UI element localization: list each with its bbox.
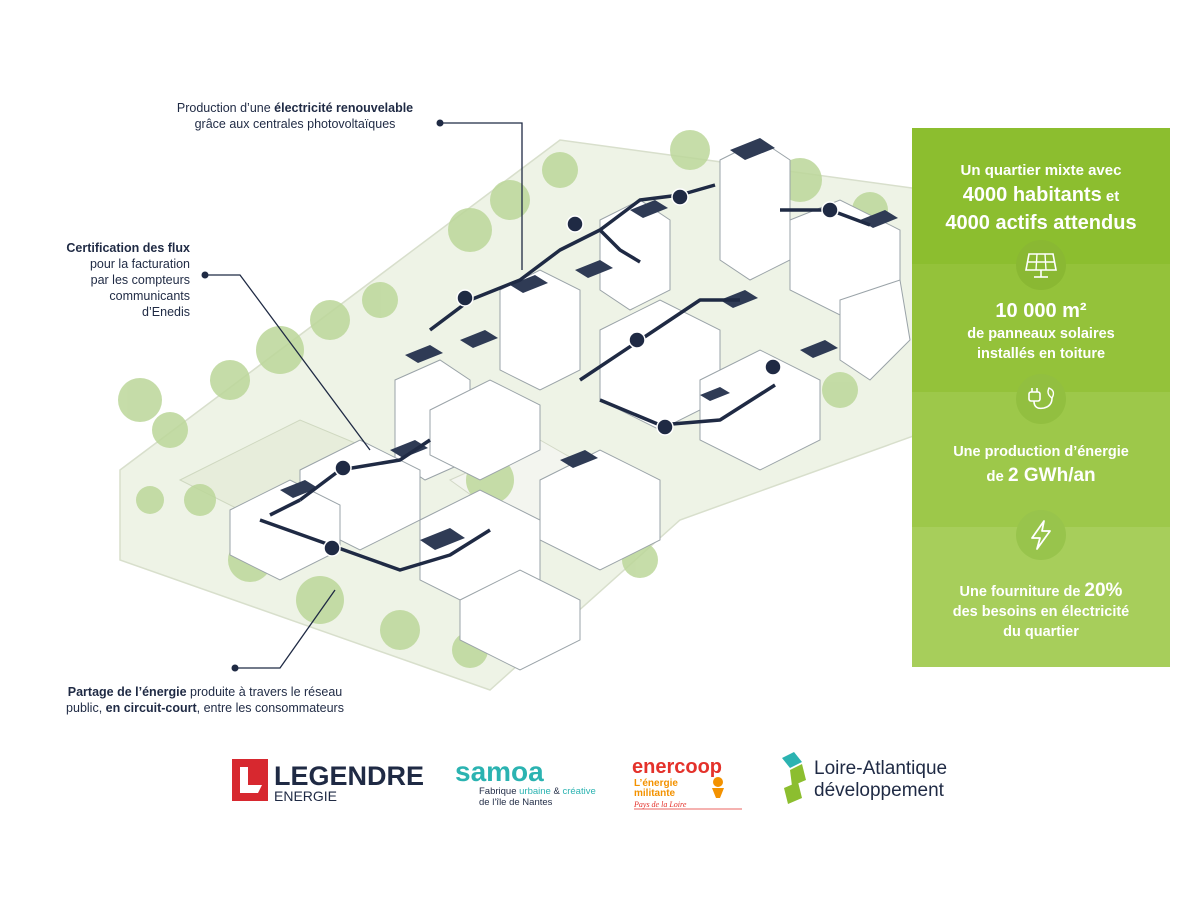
solar-panel-icon [1016, 240, 1066, 290]
panel-block1-line2: 4000 habitants et [912, 184, 1170, 207]
panel-block4-line2: des besoins en électricité [952, 604, 1130, 620]
production-figure: 2 GWh/an [1008, 465, 1096, 486]
solar-area-figure: 10 000 m² [995, 300, 1087, 322]
panel-block1-line1: Un quartier mixte avec [960, 162, 1122, 179]
legendre-subtitle: ENERGIE [274, 788, 337, 803]
partage-bold: Partage de l’énergie [67, 685, 187, 699]
legendre-energie-logo: LEGENDRE ENERGIE [232, 757, 432, 804]
plug-leaf-icon [1016, 374, 1066, 424]
certification-line: par les compteurs [90, 273, 190, 287]
production-bold: électricité renouvelable [274, 101, 414, 115]
panel-block3-line1: Une production d’énergie [953, 444, 1129, 460]
lightning-icon [1016, 510, 1066, 560]
panel-prefix: de [986, 468, 1009, 485]
actifs-figure: 4000 actifs attendus [945, 212, 1137, 234]
enercoop-region: Pays de la Loire [633, 800, 687, 809]
habitants-figure: 4000 habitants [962, 184, 1102, 206]
panel-block2-line2: de panneaux solaires [967, 326, 1115, 342]
loire-atlantique-developpement-logo: Loire-Atlantique développement [780, 748, 980, 808]
samoa-name: samoa [455, 756, 544, 787]
annotation-production: Production d’une électricité renouvelabl… [150, 100, 440, 132]
buildings [229, 139, 911, 671]
energy-network-lines [259, 183, 871, 572]
enercoop-logo: enercoop L’énergie militante Pays de la … [632, 754, 752, 810]
panel-conjunction: et [1101, 188, 1120, 205]
loire-name-line2: développement [814, 780, 945, 801]
partage-text: public, [66, 701, 106, 715]
network-nodes [323, 188, 839, 557]
leader-dots [201, 119, 444, 672]
enercoop-name: enercoop [632, 756, 722, 778]
enercoop-tagline-1: L’énergie [634, 778, 678, 789]
certification-bold: Certification des flux [66, 241, 190, 255]
production-text: Production d’une [176, 101, 275, 115]
annotation-certification: Certification des flux pour la facturati… [20, 240, 190, 320]
partage-bold: en circuit-court [105, 701, 197, 715]
panel-block4-line1: Une fourniture de 20% [912, 580, 1170, 602]
loire-name-line1: Loire-Atlantique [814, 758, 947, 779]
solar-panels [280, 138, 898, 550]
certification-line: d’Enedis [142, 305, 190, 319]
samoa-tagline: Fabrique urbaine & créative [479, 786, 596, 797]
supply-share-figure: 20% [1084, 580, 1123, 601]
leader-lines [205, 122, 523, 669]
enercoop-tagline-2: militante [634, 788, 676, 799]
key-figures-panel: Un quartier mixte avec 4000 habitants et… [912, 128, 1170, 667]
annotation-partage: Partage de l’énergie produite à travers … [40, 684, 370, 716]
legendre-name: LEGENDRE [274, 761, 424, 791]
partage-text: , entre les consommateurs [196, 701, 344, 715]
panel-block4-line3: du quartier [1003, 624, 1079, 640]
certification-line: communicants [109, 289, 190, 303]
certification-line: pour la facturation [89, 257, 190, 271]
panel-block3-line2: de 2 GWh/an [912, 465, 1170, 487]
panel-prefix: Une fourniture de [959, 584, 1085, 600]
samoa-logo: samoa Fabrique urbaine & créative de l’î… [455, 756, 615, 808]
partage-text: produite à travers le réseau [186, 685, 343, 699]
samoa-tagline-2: de l’île de Nantes [479, 797, 553, 808]
production-line2: grâce aux centrales photovoltaïques [194, 117, 396, 131]
panel-block2-line3: installés en toiture [976, 346, 1106, 362]
